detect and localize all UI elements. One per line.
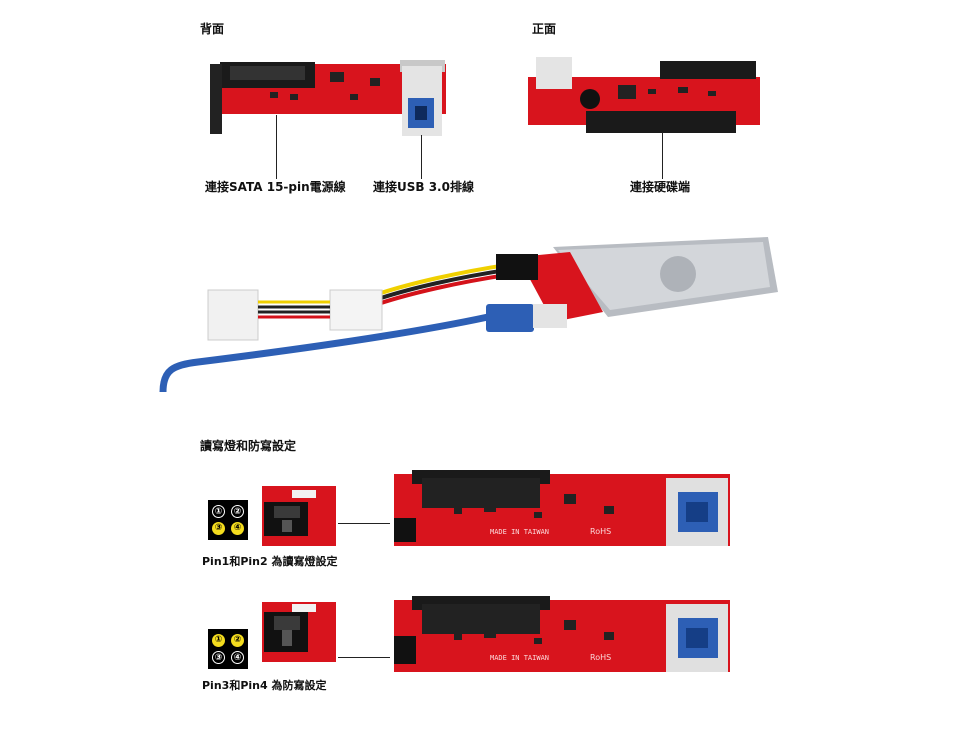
board-closeup-2: MADE IN TAIWAN RoHS <box>394 596 730 672</box>
pin-3: ③ <box>212 522 225 535</box>
pin-diagram-1: ① ② ③ ④ <box>208 500 248 540</box>
jumper-caption-1: Pin1和Pin2 為讀寫燈設定 <box>202 555 338 568</box>
jumper-caption-2: Pin3和Pin4 為防寫設定 <box>202 679 327 692</box>
usb-callout: 連接USB 3.0排線 <box>373 180 474 194</box>
hdd-callout-line <box>662 132 663 179</box>
made-in-label-1: MADE IN TAIWAN <box>490 528 549 536</box>
rohs-label-1: RoHS <box>590 527 611 536</box>
product-photo <box>159 237 778 393</box>
front-view-title: 正面 <box>532 22 557 36</box>
made-in-label-2: MADE IN TAIWAN <box>490 654 549 662</box>
pin-2: ② <box>231 505 244 518</box>
pin-1: ① <box>212 634 225 647</box>
pin-1: ① <box>212 505 225 518</box>
jumper-callout-line-1 <box>338 523 390 524</box>
jumper-closeup-2 <box>262 602 336 662</box>
pin-3: ③ <box>212 651 225 664</box>
hdd-callout: 連接硬碟端 <box>630 180 691 194</box>
board-closeup-1: MADE IN TAIWAN RoHS <box>394 470 730 546</box>
front-board-image <box>528 57 760 133</box>
jumper-section-title: 讀寫燈和防寫設定 <box>200 439 297 453</box>
back-board-image <box>210 60 446 136</box>
rohs-label-2: RoHS <box>590 653 611 662</box>
sata-power-callout-line <box>276 115 277 179</box>
pin-2: ② <box>231 634 244 647</box>
pin-4: ④ <box>231 651 244 664</box>
jumper-closeup-1 <box>262 486 336 546</box>
pin-diagram-2: ① ② ③ ④ <box>208 629 248 669</box>
pin-4: ④ <box>231 522 244 535</box>
sata-power-callout: 連接SATA 15-pin電源線 <box>205 180 346 194</box>
usb-callout-line <box>421 135 422 179</box>
back-view-title: 背面 <box>200 22 225 36</box>
jumper-callout-line-2 <box>338 657 390 658</box>
